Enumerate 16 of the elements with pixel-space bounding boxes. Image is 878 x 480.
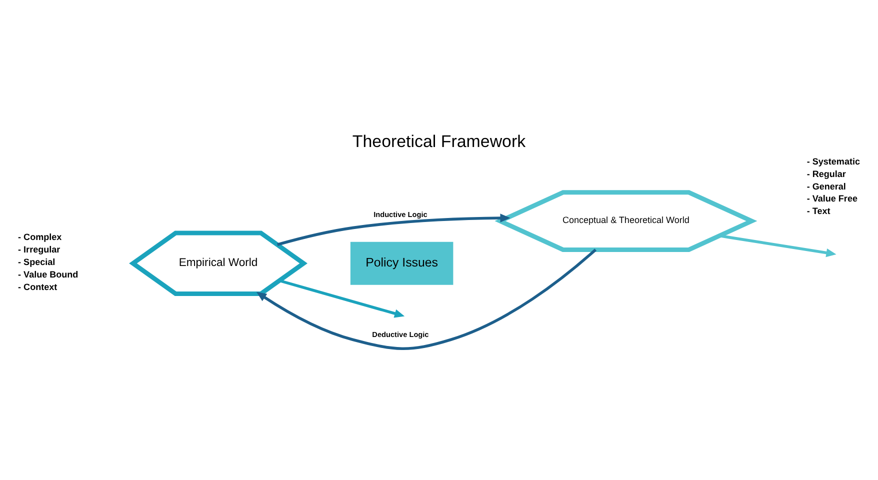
node-label: - Context <box>18 282 58 292</box>
node-label: - Systematic <box>806 156 860 166</box>
arrow <box>256 248 597 350</box>
node-label: - Regular <box>806 168 846 179</box>
node-box: Policy Issues <box>350 242 454 285</box>
diagram-title: Theoretical Framework <box>352 132 526 152</box>
node-label: - Value Free <box>806 194 858 204</box>
arrow <box>719 234 836 258</box>
node-label: - Irregular <box>18 244 60 255</box>
node-label: - General <box>806 181 846 192</box>
node-label: - Text <box>806 206 830 216</box>
node-label: - Special <box>18 256 56 267</box>
node-label: - Value Bound <box>18 269 78 280</box>
arrow <box>279 279 405 318</box>
arrow <box>276 214 510 246</box>
node-label: - Complex <box>18 232 62 242</box>
